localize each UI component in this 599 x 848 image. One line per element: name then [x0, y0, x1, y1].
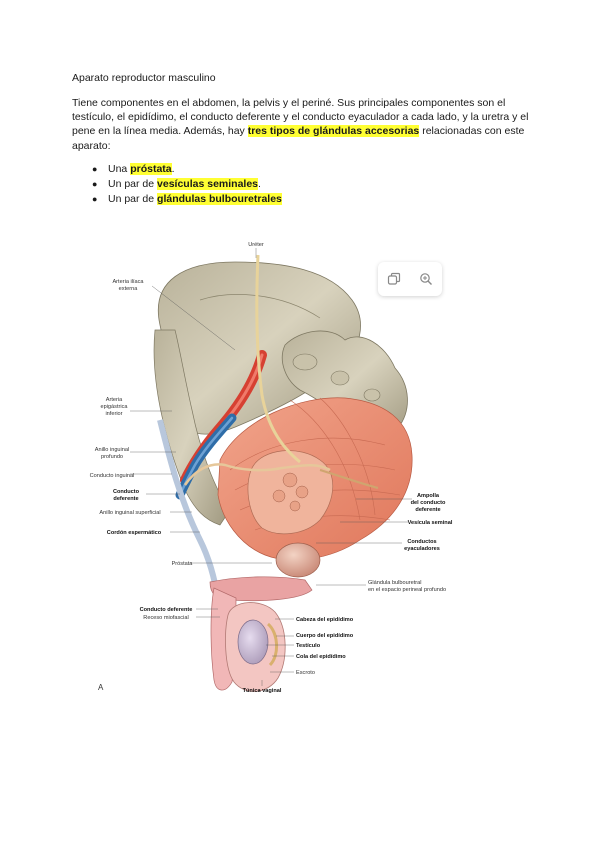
label-anillo-profundo-2: profundo: [101, 454, 123, 460]
list-item: ● Un par de glándulas bulbouretrales: [72, 192, 282, 207]
label-tunica: Túnica vaginal: [243, 688, 282, 694]
label-cabeza: Cabeza del epidídimo: [296, 617, 354, 623]
list-item-prefix: Un par de: [108, 193, 158, 205]
label-conducto-inguinal: Conducto inguinal: [90, 473, 135, 479]
label-arteria-iliaca: Arteria ilíaca: [112, 279, 144, 285]
list-item-suffix: .: [258, 178, 261, 190]
bullet-icon: ●: [92, 164, 98, 174]
label-conductos: Conductos: [407, 539, 436, 545]
list-item-prefix: Una: [108, 163, 131, 175]
label-conductos-2: eyaculadores: [404, 546, 440, 552]
label-conducto-deferente-b: Conducto deferente: [140, 607, 193, 613]
label-cordon: Cordón espermático: [107, 530, 162, 536]
image-toolbar: [378, 262, 442, 296]
label-prostata: Próstata: [172, 561, 194, 567]
paragraph-text-1: Tiene componentes en el abdomen, la pelv…: [72, 97, 529, 138]
label-anillo-superficial: Anillo inguinal superficial: [99, 510, 160, 516]
label-glandula-2: en el espacio perineal profundo: [368, 587, 446, 593]
intro-paragraph: Tiene componentes en el abdomen, la pelv…: [72, 96, 532, 153]
highlight-glandulas: glándulas bulbouretrales: [157, 193, 282, 205]
bullet-icon: ●: [92, 179, 98, 189]
list-item-suffix: .: [171, 163, 175, 175]
document-title: Aparato reproductor masculino: [72, 72, 216, 84]
label-vesicula: Vesícula seminal: [408, 520, 453, 526]
copy-icon[interactable]: [385, 270, 403, 288]
list-item: ● Un par de vesículas seminales.: [72, 177, 282, 192]
label-receso: Receso miofascial: [143, 615, 188, 621]
highlight-prostata: próstata: [130, 163, 172, 175]
label-cuerpo: Cuerpo del epidídimo: [296, 633, 354, 639]
label-glandula: Glándula bulbouretral: [368, 580, 422, 586]
label-ampolla: Ampolla: [417, 493, 440, 499]
label-arteria-iliaca-2: externa: [119, 286, 139, 292]
label-conducto-deferente: Conducto: [113, 489, 140, 495]
glands-list: ● Una próstata. ● Un par de vesículas semi…: [72, 162, 282, 207]
highlight-vesiculas: vesículas seminales: [157, 178, 259, 190]
label-cola: Cola del epidídimo: [296, 654, 346, 660]
panel-label: A: [98, 683, 104, 692]
label-escroto: Escroto: [296, 670, 315, 676]
bullet-icon: ●: [92, 194, 98, 204]
paragraph-text-2: relacionadas con este aparato:: [72, 125, 525, 152]
label-testiculo: Testículo: [296, 643, 321, 649]
label-arteria-epigastrica-2: epigástrica: [100, 404, 128, 410]
label-arteria-epigastrica-3: inferior: [105, 411, 122, 417]
highlight-accessory-glands: tres tipos de glándulas accesorias: [247, 125, 420, 138]
label-ampolla-2: del conducto: [411, 500, 446, 506]
list-item-prefix: Un par de: [108, 178, 158, 190]
anatomy-illustration: Uréter Arteria ilíaca externa Arteria ep…: [90, 242, 453, 694]
label-ureter: Uréter: [248, 242, 264, 248]
label-ampolla-3: deferente: [415, 507, 440, 513]
label-arteria-epigastrica: Arteria: [106, 397, 123, 403]
label-anillo-profundo: Anillo inguinal: [95, 447, 130, 453]
zoom-in-icon[interactable]: [417, 270, 435, 288]
list-item: ● Una próstata.: [72, 162, 282, 177]
label-conducto-deferente-2: deferente: [113, 496, 138, 502]
